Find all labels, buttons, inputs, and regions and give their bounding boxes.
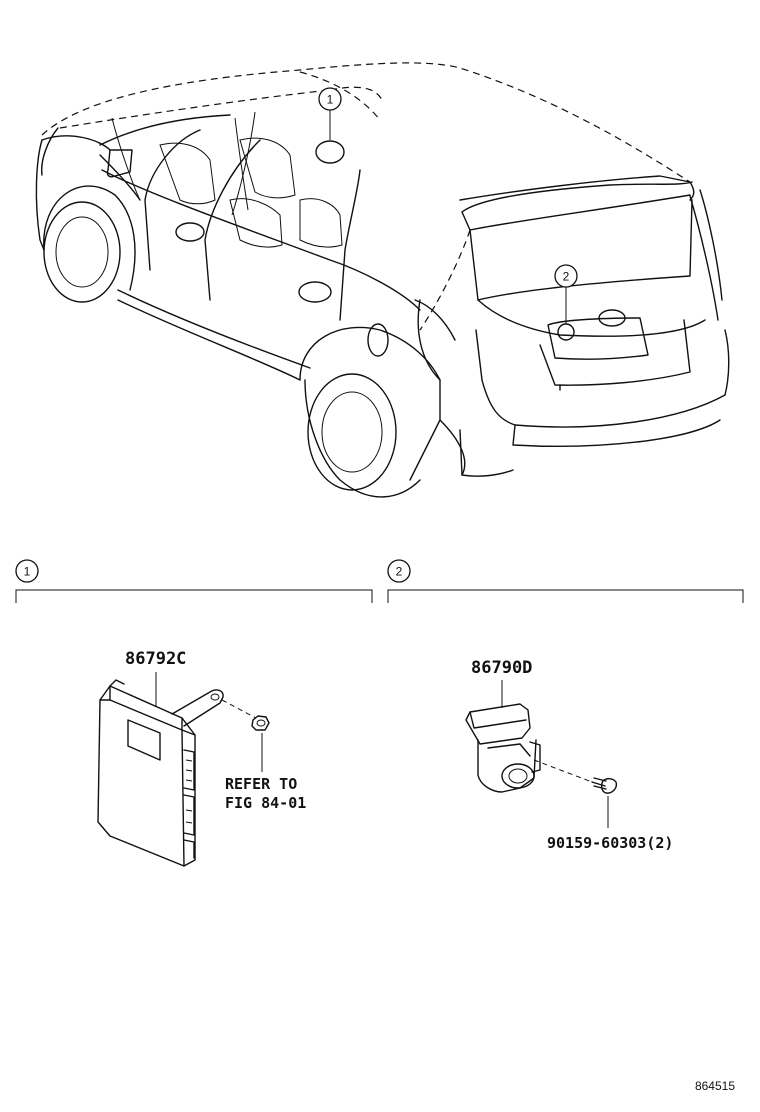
vehicle-illustration bbox=[35, 62, 730, 498]
svg-text:1: 1 bbox=[24, 565, 31, 579]
svg-text:2: 2 bbox=[396, 565, 403, 579]
location-callout-1: 1 bbox=[318, 87, 342, 111]
section-1-header: 1 bbox=[15, 559, 373, 603]
svg-text:2: 2 bbox=[563, 270, 570, 284]
ecu-module-drawing bbox=[97, 672, 270, 867]
fastener-part-number: 90159-60303(2) bbox=[547, 834, 673, 852]
svg-text:1: 1 bbox=[327, 93, 334, 107]
refer-note-line-1: REFER TO bbox=[225, 775, 297, 793]
nut-icon bbox=[251, 715, 270, 731]
screw-icon bbox=[591, 777, 618, 794]
location-callout-2: 2 bbox=[554, 264, 578, 288]
part-number-86790d: 86790D bbox=[471, 658, 532, 678]
part-number-86792c: 86792C bbox=[125, 649, 186, 669]
camera-assembly-drawing bbox=[465, 680, 618, 828]
refer-note-line-2: FIG 84-01 bbox=[225, 794, 306, 812]
section-2-header: 2 bbox=[387, 559, 744, 603]
figure-id: 864515 bbox=[695, 1079, 735, 1093]
